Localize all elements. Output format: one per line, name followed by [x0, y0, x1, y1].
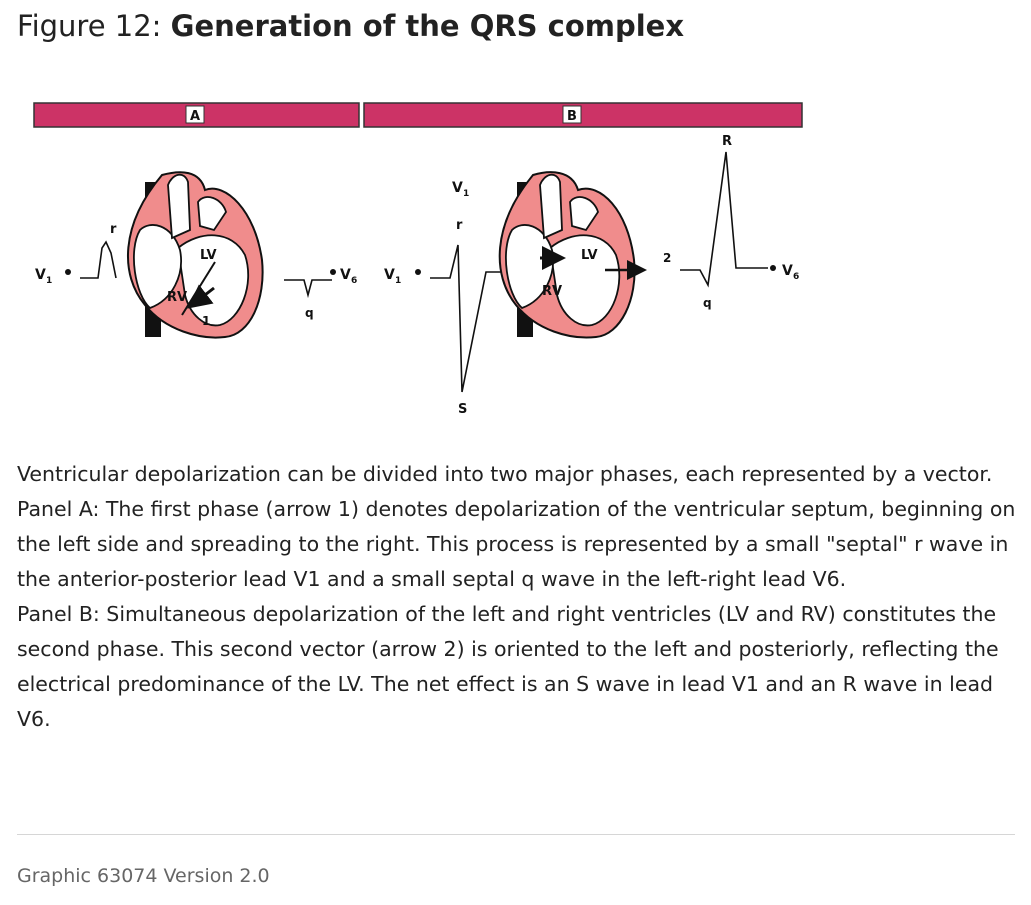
- panel-b-r-small: r: [456, 218, 463, 233]
- panel-a-atrium: [197, 196, 227, 232]
- panel-a-label: A: [190, 109, 200, 124]
- panel-a-rv-cavity: [133, 224, 182, 310]
- panel-a-vector-arrow: [187, 284, 215, 309]
- panel-b-v6-sub: 6: [793, 272, 799, 282]
- figure-name: Generation of the QRS complex: [170, 9, 685, 43]
- panel-b-v6-lead: V 6: [770, 263, 799, 282]
- panel-a-v6-sub: 6: [351, 276, 357, 286]
- caption-panel-a: Panel A: The first phase (arrow 1) denot…: [17, 497, 1016, 591]
- panel-a-v1-lead: V 1: [35, 267, 71, 286]
- panel-a-r-wave: r: [110, 222, 117, 237]
- panel-a-q-wave: q: [305, 306, 314, 320]
- panel-b-v1-top-label: V: [452, 180, 463, 196]
- panel-b-q-wave: q: [703, 296, 712, 310]
- panel-a-v6-trace: [284, 279, 332, 299]
- panel-b-s-wave: S: [458, 402, 467, 417]
- figure-number: Figure 12:: [17, 9, 162, 43]
- panel-a-rv-label: RV: [167, 290, 187, 305]
- qrs-diagram-svg: A B V 1 r LV RV 1 q V 6: [33, 102, 803, 417]
- panel-a-lv-label: LV: [200, 248, 217, 263]
- panel-b-label-box: [562, 105, 582, 124]
- panel-a-arrow-label: 1: [202, 314, 210, 328]
- panel-b-banner: [363, 102, 803, 128]
- panel-a-heart: [127, 171, 264, 339]
- panel-b-arrow-label: 2: [663, 251, 671, 265]
- panel-b-v6-dot: [770, 265, 776, 271]
- footer-divider: [17, 834, 1015, 835]
- qrs-diagram: A B V 1 r LV RV 1 q V 6: [0, 90, 1031, 430]
- panel-a-v1-label: V: [35, 267, 46, 283]
- panel-b-r-wave: R: [722, 134, 732, 149]
- panel-b-label: B: [567, 109, 577, 124]
- panel-b-rv-cavity: [505, 224, 554, 310]
- panel-b-heart: [498, 171, 647, 339]
- panel-a-v6-label: V: [340, 267, 351, 283]
- panel-a-v6-lead: V 6: [330, 267, 357, 286]
- panel-b-v1-top-sub: 1: [463, 189, 469, 199]
- panel-b-v6-trace: [680, 151, 768, 288]
- panel-b-v1-sub: 1: [395, 276, 401, 286]
- panel-b-lv-cavity: [549, 234, 621, 327]
- panel-a-v1-dot: [65, 269, 71, 275]
- panel-b-great-vessel: [539, 173, 563, 240]
- panel-a-v1-sub: 1: [46, 276, 52, 286]
- figure-caption: Ventricular depolarization can be divide…: [17, 457, 1017, 737]
- panel-b-v1-trace: [430, 244, 502, 393]
- caption-panel-b: Panel B: Simultaneous depolarization of …: [17, 602, 999, 731]
- caption-intro: Ventricular depolarization can be divide…: [17, 462, 993, 486]
- panel-b-v1-lead: V 1: [384, 267, 421, 286]
- panel-a-v6-dot: [330, 269, 336, 275]
- figure-title: Figure 12: Generation of the QRS complex: [17, 8, 684, 44]
- panel-b-v1-label: V: [384, 267, 395, 283]
- panel-b-atrium: [569, 196, 599, 232]
- panel-b-v6-label: V: [782, 263, 793, 279]
- panel-a-label-box: [185, 105, 205, 124]
- panel-a-great-vessel: [167, 173, 191, 240]
- panel-b-lv-label: LV: [581, 248, 598, 263]
- panel-b-v1-dot: [415, 269, 421, 275]
- panel-a-v1-trace: [80, 240, 117, 279]
- graphic-version: Graphic 63074 Version 2.0: [17, 865, 270, 887]
- panel-b-rv-label: RV: [542, 284, 562, 299]
